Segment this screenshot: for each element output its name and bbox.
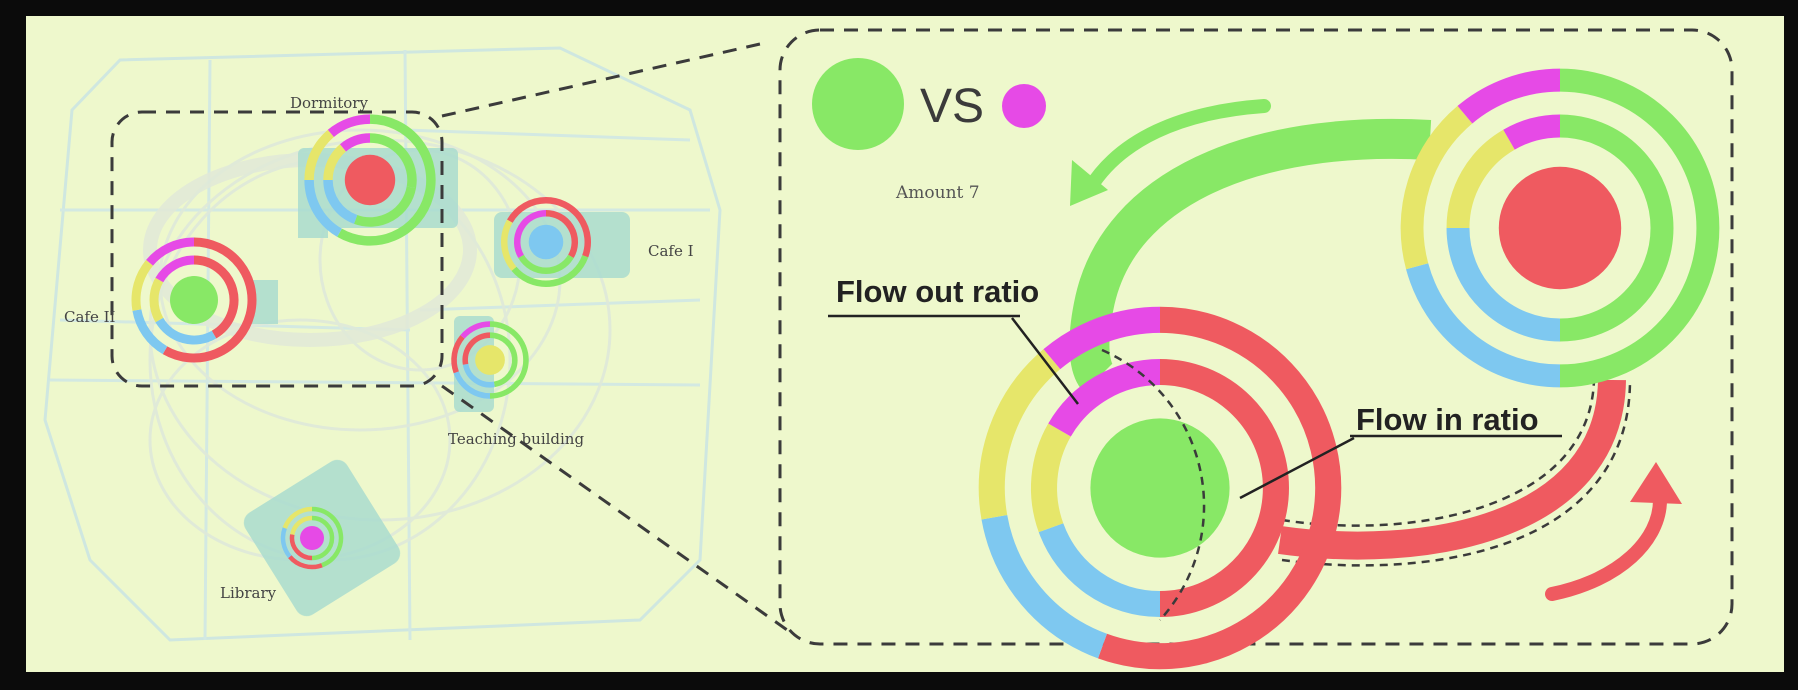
- outer-ring-segment: [304, 179, 343, 237]
- outer-ring-segment: [451, 335, 465, 374]
- label-dormitory: Dormitory: [290, 94, 368, 112]
- flow-in-label: Flow in ratio: [1356, 402, 1539, 437]
- inner-ring-segment: [155, 255, 195, 283]
- node-core: [1498, 166, 1622, 290]
- teaching-building-node: [451, 321, 529, 399]
- outer-ring-segment: [1098, 306, 1342, 670]
- flow-out-leader: [1011, 317, 1079, 405]
- inner-ring-segment: [289, 534, 313, 561]
- inner-ring-segment: [462, 363, 495, 388]
- legend-small-magenta-circle: [1002, 84, 1046, 128]
- outer-ring-segment: [1406, 263, 1561, 388]
- campus-boundary: [43, 46, 722, 642]
- outer-ring-segment: [453, 371, 491, 399]
- detail-frame: [778, 28, 1734, 646]
- label-library: Library: [220, 584, 277, 602]
- inner-ring-segment: [462, 332, 491, 365]
- outer-ring-segment: [511, 255, 589, 287]
- node-core: [1090, 418, 1230, 558]
- inner-ring-segment: [518, 254, 574, 275]
- detail-cafe-ii-node: [978, 306, 1342, 670]
- outer-ring-segment: [311, 506, 344, 568]
- inner-ring-segment: [369, 133, 417, 189]
- label-cafe-ii: Cafe II: [64, 308, 116, 326]
- outer-ring-segment: [131, 259, 154, 311]
- flow-in-leader: [1239, 436, 1355, 500]
- amount-annotation: Amount 7: [895, 183, 980, 203]
- outer-ring-segment: [507, 197, 547, 223]
- inner-ring-segment: [354, 186, 417, 227]
- node-core: [170, 276, 218, 324]
- inner-ring-segment: [1030, 423, 1072, 533]
- flow-out-label: Flow out ratio: [836, 274, 1039, 309]
- dormitory-node: [304, 114, 436, 246]
- inner-ring-segment: [1503, 114, 1561, 150]
- node-core: [475, 345, 505, 375]
- inner-ring-segment: [193, 255, 239, 339]
- red-arrowhead: [1630, 462, 1682, 504]
- green-flow-band: [1069, 119, 1432, 393]
- red-flow-dashed-outline-outer: [1281, 379, 1632, 567]
- outer-ring-segment: [978, 349, 1061, 520]
- outer-ring-segment: [1559, 68, 1720, 388]
- label-teaching-building: Teaching building: [448, 430, 584, 448]
- inner-ring-segment: [545, 209, 578, 259]
- inner-ring-segment: [323, 179, 358, 224]
- inner-ring-segment: [323, 144, 347, 181]
- inner-ring-segment: [311, 515, 335, 561]
- inner-ring-segment: [1159, 358, 1289, 618]
- inner-ring-segment: [1446, 129, 1516, 229]
- outer-ring-segment: [489, 321, 529, 399]
- node-core: [300, 526, 324, 550]
- inner-ring-segment: [149, 277, 164, 323]
- outer-ring-segment: [327, 114, 371, 138]
- outer-ring-segment: [460, 321, 491, 339]
- inner-ring-segment: [155, 317, 217, 345]
- campus-map: Dormitory Cafe I Cafe II Teaching buildi…: [43, 46, 722, 642]
- outer-ring-segment: [304, 129, 335, 181]
- inner-ring-segment: [339, 133, 371, 152]
- outer-ring-segment: [146, 237, 195, 266]
- inner-ring-segment: [1038, 522, 1161, 618]
- red-curved-arrow: [1545, 493, 1667, 601]
- detail-dormitory-node: [1400, 68, 1720, 388]
- zoom-connector-top: [441, 42, 761, 118]
- inner-ring-segment: [1446, 227, 1561, 342]
- legend-large-green-circle: [812, 58, 904, 150]
- outer-ring-segment: [132, 309, 168, 355]
- outer-ring-segment: [1457, 68, 1561, 124]
- zoom-connector-bottom: [441, 384, 791, 634]
- outer-ring-segment: [1043, 306, 1161, 370]
- node-core: [528, 224, 564, 260]
- map-nodes: [131, 114, 591, 570]
- detail-panel: VS Amount 7 Flow out ratio Fl: [778, 28, 1734, 670]
- green-curved-arrow: [1083, 99, 1271, 195]
- label-cafe-i: Cafe I: [648, 242, 694, 260]
- outer-ring-segment: [501, 219, 517, 271]
- outer-ring-segment: [280, 527, 292, 559]
- red-flow-band: [1278, 379, 1626, 560]
- outer-ring-segment: [162, 237, 257, 363]
- inner-ring-segment: [290, 515, 313, 536]
- cafe-i-node: [501, 197, 591, 287]
- inner-ring-segment: [514, 209, 547, 259]
- outer-ring-segment: [337, 114, 436, 246]
- bottom-node-dashed-outline: [1101, 348, 1206, 621]
- inner-ring-segment: [489, 332, 518, 388]
- node-core: [344, 154, 396, 206]
- inner-ring-segment: [1048, 358, 1161, 437]
- outer-ring-segment: [282, 506, 313, 529]
- inner-ring-segment: [1559, 114, 1674, 342]
- outer-ring-segment: [545, 197, 591, 258]
- outer-ring-segment: [1400, 105, 1473, 270]
- green-arrowhead: [1070, 160, 1108, 206]
- outer-ring-segment: [981, 514, 1108, 659]
- cafe-ii-node: [131, 237, 257, 363]
- vs-text: VS: [920, 80, 984, 133]
- outer-ring-segment: [288, 555, 323, 570]
- library-node: [280, 506, 344, 570]
